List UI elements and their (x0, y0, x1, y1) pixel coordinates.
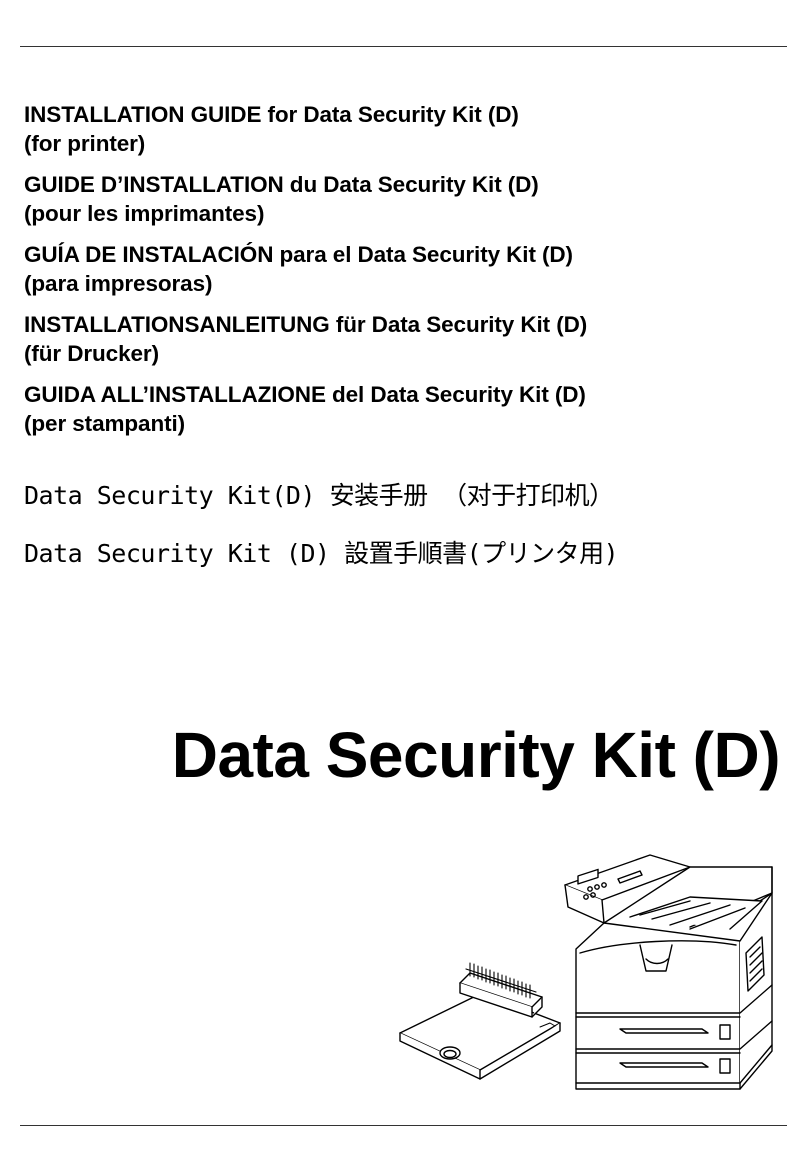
guide-title-line2: (per stampanti) (24, 411, 186, 436)
guide-title-spanish: GUÍA DE INSTALACIÓN para el Data Securit… (24, 240, 784, 298)
guide-titles: INSTALLATION GUIDE for Data Security Kit… (24, 100, 784, 450)
top-divider (20, 46, 787, 47)
guide-title-line1: INSTALLATIONSANLEITUNG für Data Security… (24, 312, 588, 337)
guide-title-line1: GUIDA ALL’INSTALLAZIONE del Data Securit… (24, 382, 586, 407)
guide-title-french: GUIDE D’INSTALLATION du Data Security Ki… (24, 170, 784, 228)
guide-title-line2: (for printer) (24, 131, 146, 156)
printer-icon (564, 854, 773, 1090)
security-kit-board-icon (399, 962, 561, 1080)
guide-title-line1: GUIDE D’INSTALLATION du Data Security Ki… (24, 172, 539, 197)
bottom-divider (20, 1125, 787, 1126)
guide-title-german: INSTALLATIONSANLEITUNG für Data Security… (24, 310, 784, 368)
guide-title-line2: (para impresoras) (24, 271, 213, 296)
product-title: Data Security Kit (D) (171, 719, 781, 791)
guide-title-chinese: Data Security Kit(D) 安装手册 （对于打印机） (24, 481, 614, 510)
guide-title-line2: (für Drucker) (24, 341, 159, 366)
guide-title-japanese: Data Security Kit (D) 設置手順書(プリンタ用) (24, 539, 619, 568)
guide-title-line1: INSTALLATION GUIDE for Data Security Kit… (24, 102, 519, 127)
guide-title-italian: GUIDA ALL’INSTALLAZIONE del Data Securit… (24, 380, 784, 438)
guide-title-line2: (pour les imprimantes) (24, 201, 265, 226)
guide-title-line1: GUÍA DE INSTALACIÓN para el Data Securit… (24, 242, 573, 267)
guide-title-english: INSTALLATION GUIDE for Data Security Kit… (24, 100, 784, 158)
product-illustration (390, 845, 785, 1105)
